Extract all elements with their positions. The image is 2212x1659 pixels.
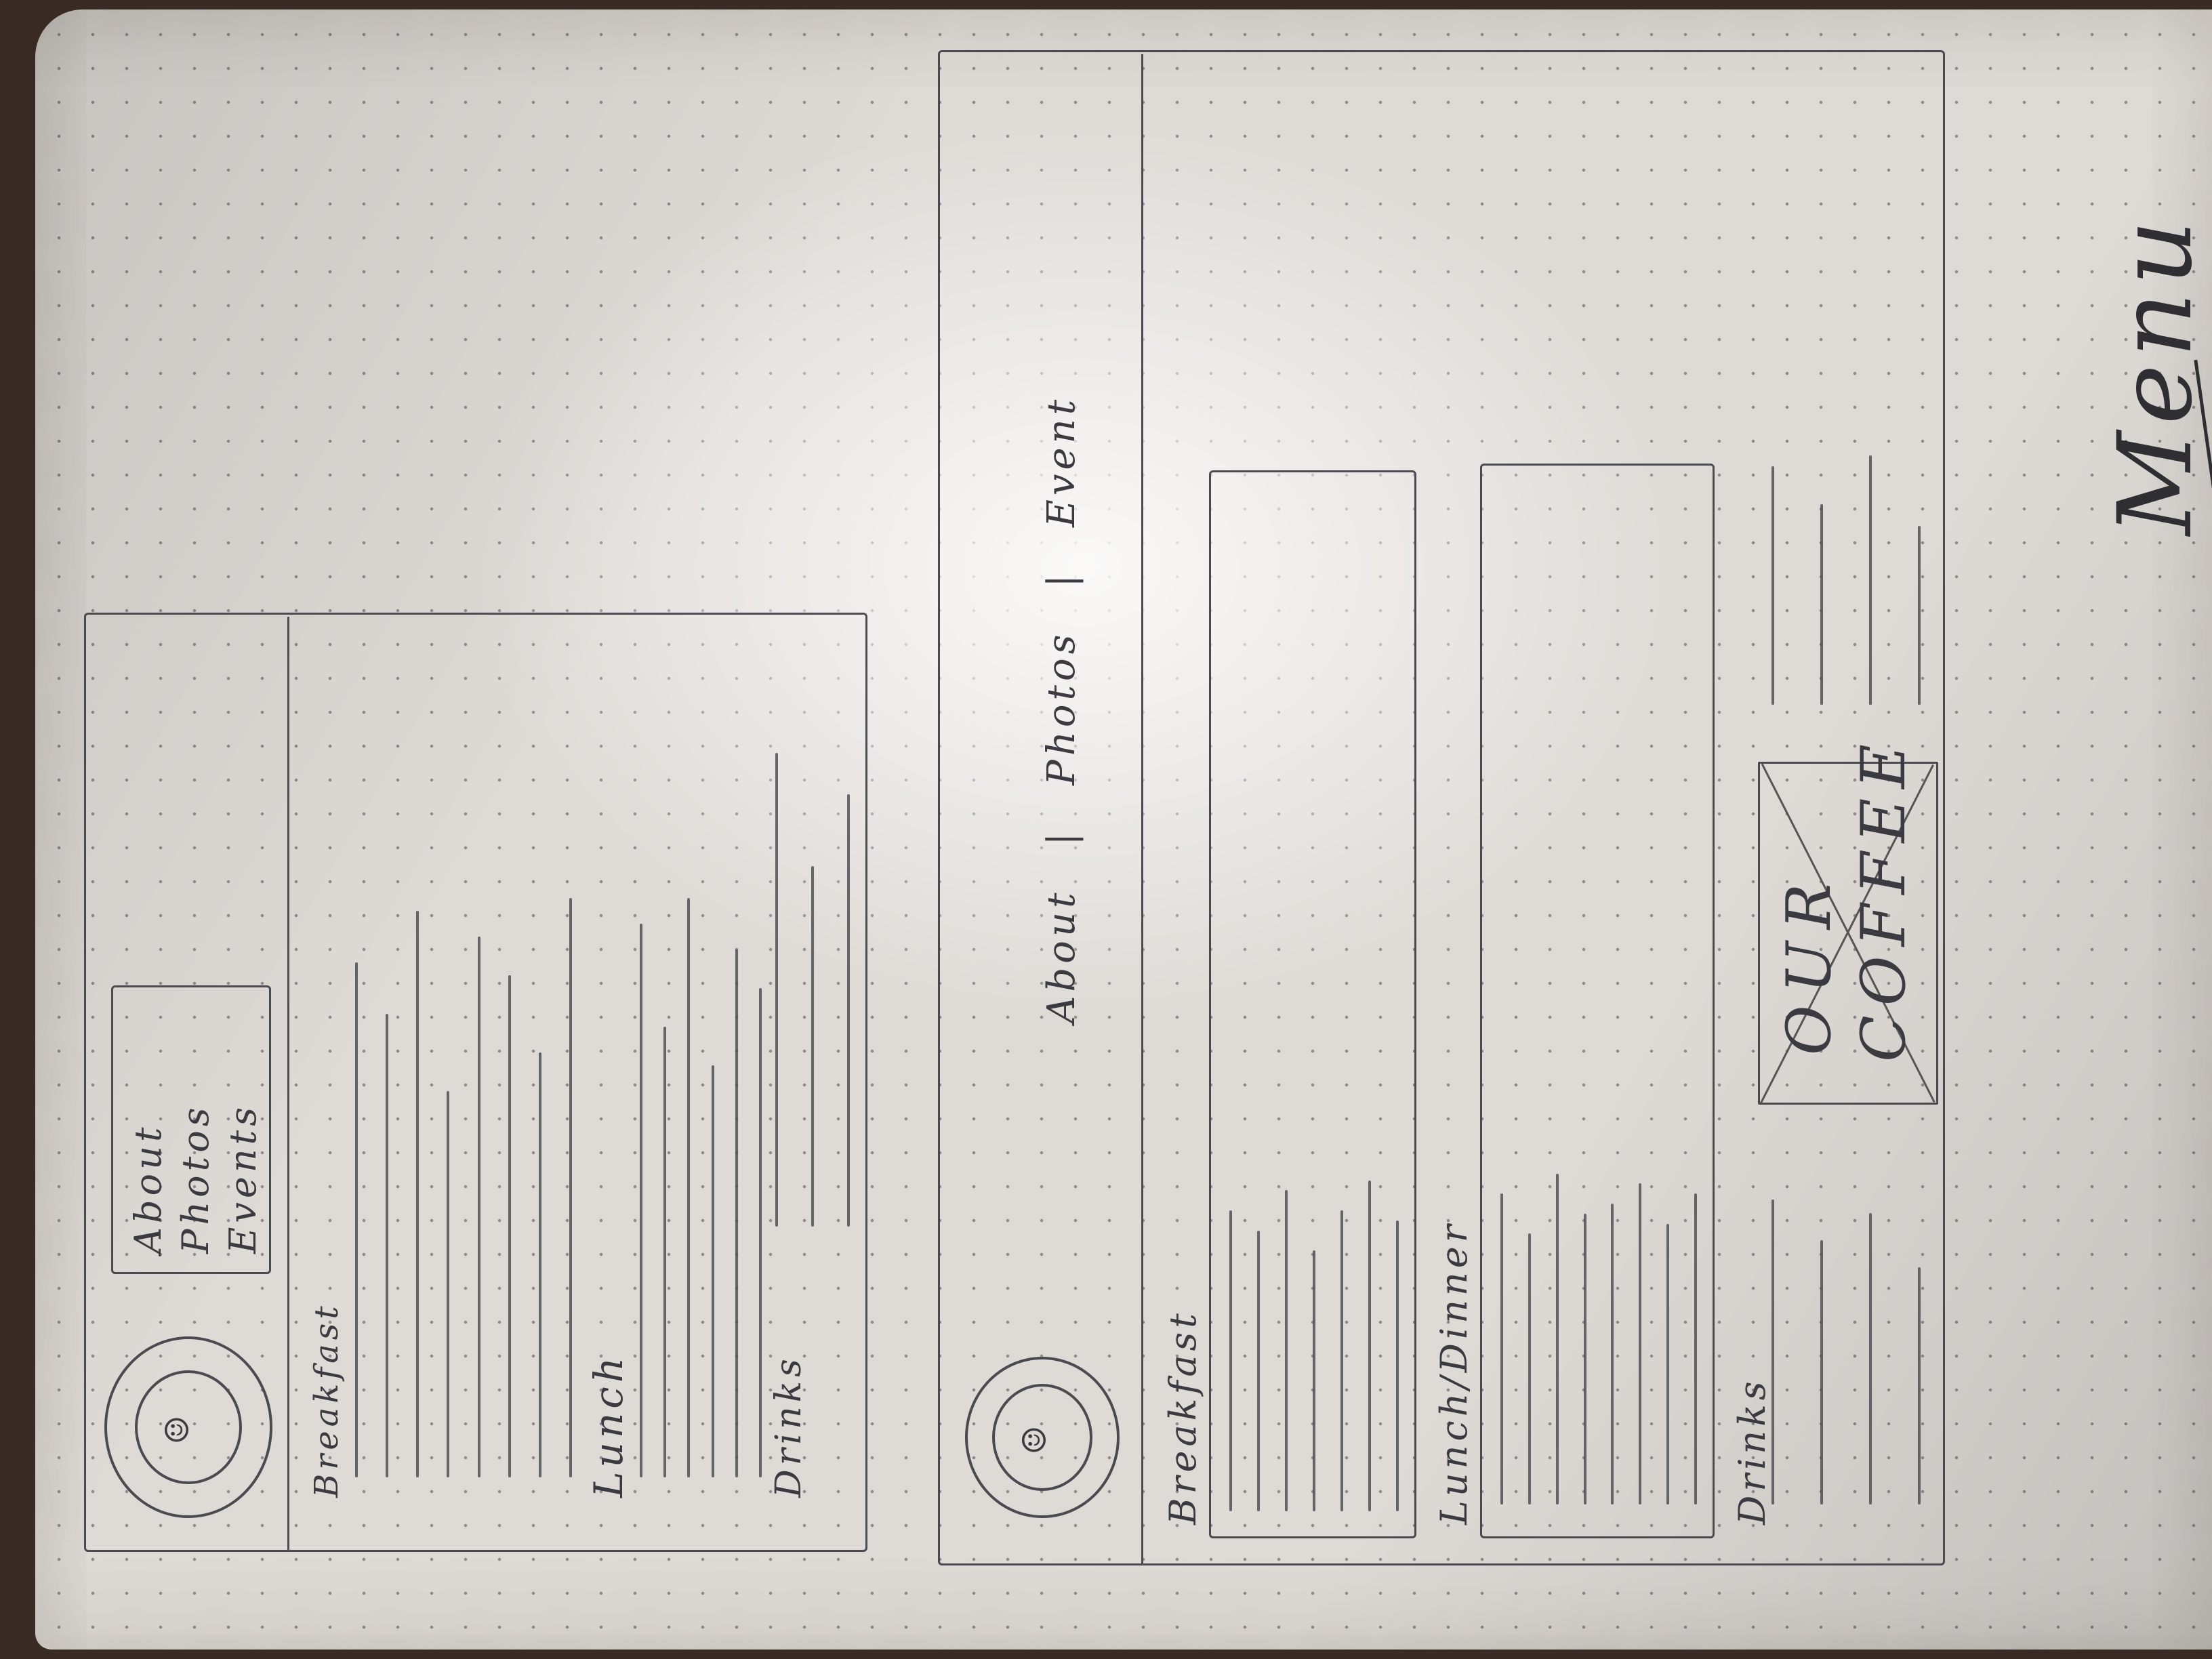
desktop-section-lunch-dinner: Lunch/Dinner (1433, 1221, 1475, 1525)
mobile-nav-photos[interactable]: Photos (174, 1103, 217, 1254)
desktop-section-drinks: Drinks (1731, 1377, 1774, 1525)
placeholder-text-our: OUR (1774, 871, 1845, 1055)
desktop-nav-photos[interactable]: Photos (1040, 630, 1084, 785)
mobile-section-breakfast: Breakfast (308, 1302, 346, 1498)
desktop-lunch-items (1500, 501, 1697, 1504)
mobile-logo-mark: ☺ (159, 1415, 197, 1445)
desktop-drinks-items-right (1771, 434, 1921, 705)
mobile-nav-list: About Photos Events (125, 1103, 267, 1254)
mobile-drinks-items (775, 712, 850, 1227)
coffee-image-placeholder: OUR COFFEE (1758, 735, 1938, 1105)
desktop-logo-mark: ☺ (1016, 1425, 1054, 1455)
desktop-breakfast-items (1229, 508, 1399, 1511)
desktop-nav-event[interactable]: Event (1040, 395, 1084, 527)
sketch-caption: Menu (2097, 213, 2212, 535)
desktop-nav-about[interactable]: About (1040, 888, 1084, 1023)
desktop-nav: About | Photos | Event (1040, 395, 1084, 1023)
mobile-section-drinks: Drinks (769, 1355, 809, 1498)
placeholder-text-coffee: COFFEE (1848, 735, 1919, 1062)
mobile-nav-about[interactable]: About (127, 1123, 169, 1254)
desktop-header-divider (1141, 54, 1143, 1565)
dotted-paper (35, 9, 2212, 1650)
mobile-lunch-items (640, 834, 762, 1477)
desktop-section-breakfast: Breakfast (1162, 1309, 1204, 1525)
mobile-breakfast-items (355, 834, 572, 1477)
mobile-nav-events[interactable]: Events (222, 1103, 264, 1254)
wireframe-sheet: ☺ About Photos Events Breakfast Lunch (70, 41, 2212, 1579)
desktop-drinks-items (1771, 1166, 1921, 1504)
mobile-wireframe: ☺ About Photos Events Breakfast Lunch (70, 596, 870, 1579)
desktop-wireframe: ☺ About | Photos | Event Breakfast Lunch… (938, 41, 1954, 1579)
mobile-section-lunch: Lunch (586, 1353, 632, 1498)
